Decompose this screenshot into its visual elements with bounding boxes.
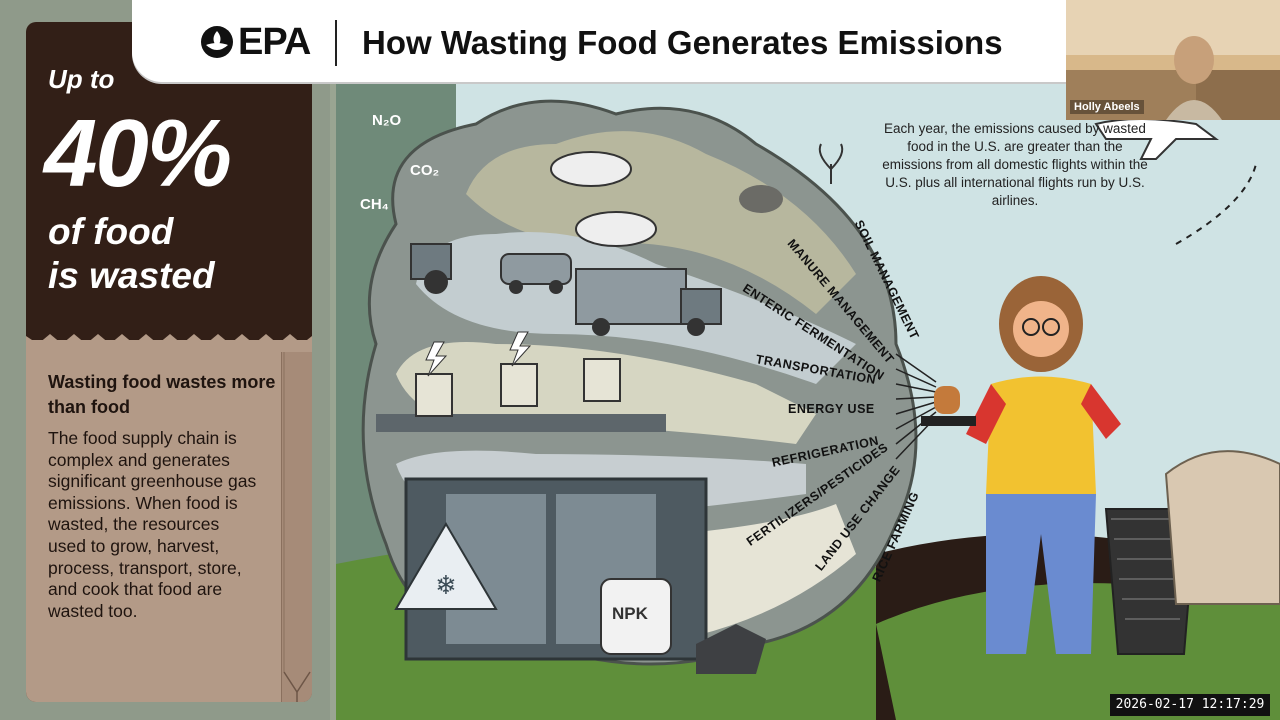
bag-fold-lines xyxy=(283,352,311,702)
stat-value: 40% xyxy=(44,100,232,207)
label-energy-use: ENERGY USE xyxy=(788,402,875,416)
conveyor-belt xyxy=(376,414,666,432)
person-face xyxy=(1013,301,1069,357)
paper-bag xyxy=(26,340,312,702)
gas-label-n2o: N₂O xyxy=(372,112,402,129)
tree-stump xyxy=(696,624,766,674)
bag-heading: Wasting food wastes more than food xyxy=(48,372,276,417)
landfill xyxy=(1164,450,1280,605)
stat-caption-line2: is wasted xyxy=(48,255,215,296)
can-2 xyxy=(500,363,538,407)
recording-timestamp: 2026-02-17 12:17:29 xyxy=(1110,694,1270,716)
airplane xyxy=(1094,118,1219,160)
truck xyxy=(575,268,687,325)
epa-flower-icon xyxy=(201,26,233,58)
illustration-scene: ❄ xyxy=(336,84,1280,720)
cow-1 xyxy=(550,151,632,187)
webcam-video xyxy=(1066,0,1280,120)
flight-path xyxy=(1175,163,1257,245)
npk-bag-label: NPK xyxy=(612,604,648,623)
snowflake-sign xyxy=(394,522,498,610)
header-divider xyxy=(335,20,337,66)
emissions-note: Each year, the emissions caused by waste… xyxy=(882,121,1148,208)
person-pants xyxy=(986,494,1096,654)
webcam-participant-name: Holly Abeels xyxy=(1070,100,1144,114)
burger xyxy=(934,386,960,414)
can-1 xyxy=(415,373,453,417)
page-title: How Wasting Food Generates Emissions xyxy=(362,24,1003,61)
paper-bag-side xyxy=(281,352,312,702)
epa-logo-text: EPA xyxy=(238,20,311,63)
cow-2 xyxy=(575,211,657,247)
gas-label-co2: CO₂ xyxy=(410,162,440,179)
slide-header: EPA How Wasting Food Generates Emissions xyxy=(132,0,1072,82)
can-3 xyxy=(583,358,621,402)
car xyxy=(500,253,572,285)
stat-panel: Up to 40% of food is wasted Wasting food… xyxy=(26,22,312,702)
lightning-1 xyxy=(425,341,448,377)
bag-body: The food supply chain is complex and gen… xyxy=(48,428,257,621)
fertilizer-bag xyxy=(600,578,672,655)
stat-prefix: Up to xyxy=(48,64,115,94)
epa-logo: EPA xyxy=(200,20,311,64)
illustration: ❄ xyxy=(336,84,1280,720)
stat-caption-line1: of food xyxy=(48,211,174,252)
serving-tray xyxy=(921,416,976,426)
gas-label-ch4: CH₄ xyxy=(360,196,389,213)
sprout xyxy=(818,143,844,184)
svg-text:❄: ❄ xyxy=(435,571,457,601)
manure xyxy=(739,185,783,213)
person-shirt xyxy=(986,376,1096,494)
lightning-2 xyxy=(509,331,532,367)
webcam-tile[interactable]: Holly Abeels xyxy=(1066,0,1280,120)
stat-caption: of food is wasted xyxy=(48,210,215,298)
